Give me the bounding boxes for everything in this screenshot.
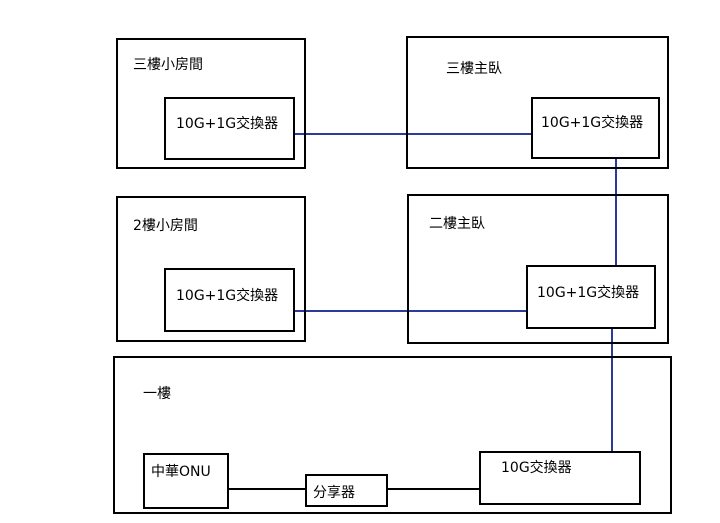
onu-box: 中華ONU bbox=[143, 453, 229, 509]
room-first-floor: 一樓 bbox=[113, 356, 672, 514]
room-label: 二樓主臥 bbox=[429, 216, 485, 232]
onu-label: 中華ONU bbox=[151, 464, 211, 480]
switch-label: 10G+1G交換器 bbox=[176, 116, 279, 132]
room-label: 一樓 bbox=[143, 386, 171, 402]
switch-third-floor-small: 10G+1G交換器 bbox=[164, 97, 295, 160]
room-third-floor-small: 三樓小房間 bbox=[116, 38, 306, 169]
room-second-floor-small: 2樓小房間 bbox=[116, 196, 306, 342]
switch-second-floor-small: 10G+1G交換器 bbox=[164, 268, 295, 332]
splitter-box: 分享器 bbox=[305, 474, 388, 507]
room-label: 三樓主臥 bbox=[446, 61, 502, 77]
splitter-label: 分享器 bbox=[313, 485, 355, 501]
switch-label: 10G+1G交換器 bbox=[537, 285, 640, 301]
room-label: 2樓小房間 bbox=[133, 218, 198, 234]
room-second-floor-master: 二樓主臥 bbox=[407, 194, 669, 344]
switch-label: 10G交換器 bbox=[501, 460, 572, 476]
switch-first-floor: 10G交換器 bbox=[479, 451, 641, 505]
room-third-floor-master: 三樓主臥 bbox=[406, 36, 669, 169]
switch-second-floor-master: 10G+1G交換器 bbox=[526, 265, 656, 329]
switch-label: 10G+1G交換器 bbox=[176, 288, 279, 304]
switch-third-floor-master: 10G+1G交換器 bbox=[531, 97, 660, 159]
room-label: 三樓小房間 bbox=[133, 57, 203, 73]
switch-label: 10G+1G交換器 bbox=[541, 115, 644, 131]
